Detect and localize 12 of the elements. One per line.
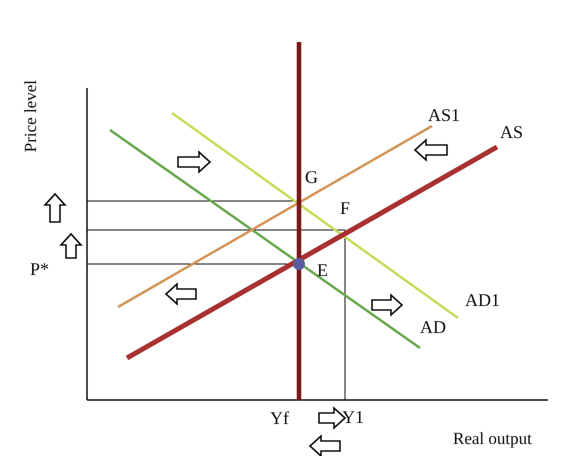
output-label: Y1 [342,408,364,426]
axis-title: Real output [453,430,532,447]
price-label: P* [30,260,50,278]
point-label: F [340,199,350,217]
axis-title: Price level [22,80,39,152]
point-label: G [305,168,318,186]
curve-label: AD [420,318,446,336]
curve-label: AS [500,123,524,141]
curve-label: AD1 [465,291,500,309]
curve-label: AS1 [428,106,460,124]
point-label: E [317,261,328,279]
output-label: Yf [270,409,289,427]
